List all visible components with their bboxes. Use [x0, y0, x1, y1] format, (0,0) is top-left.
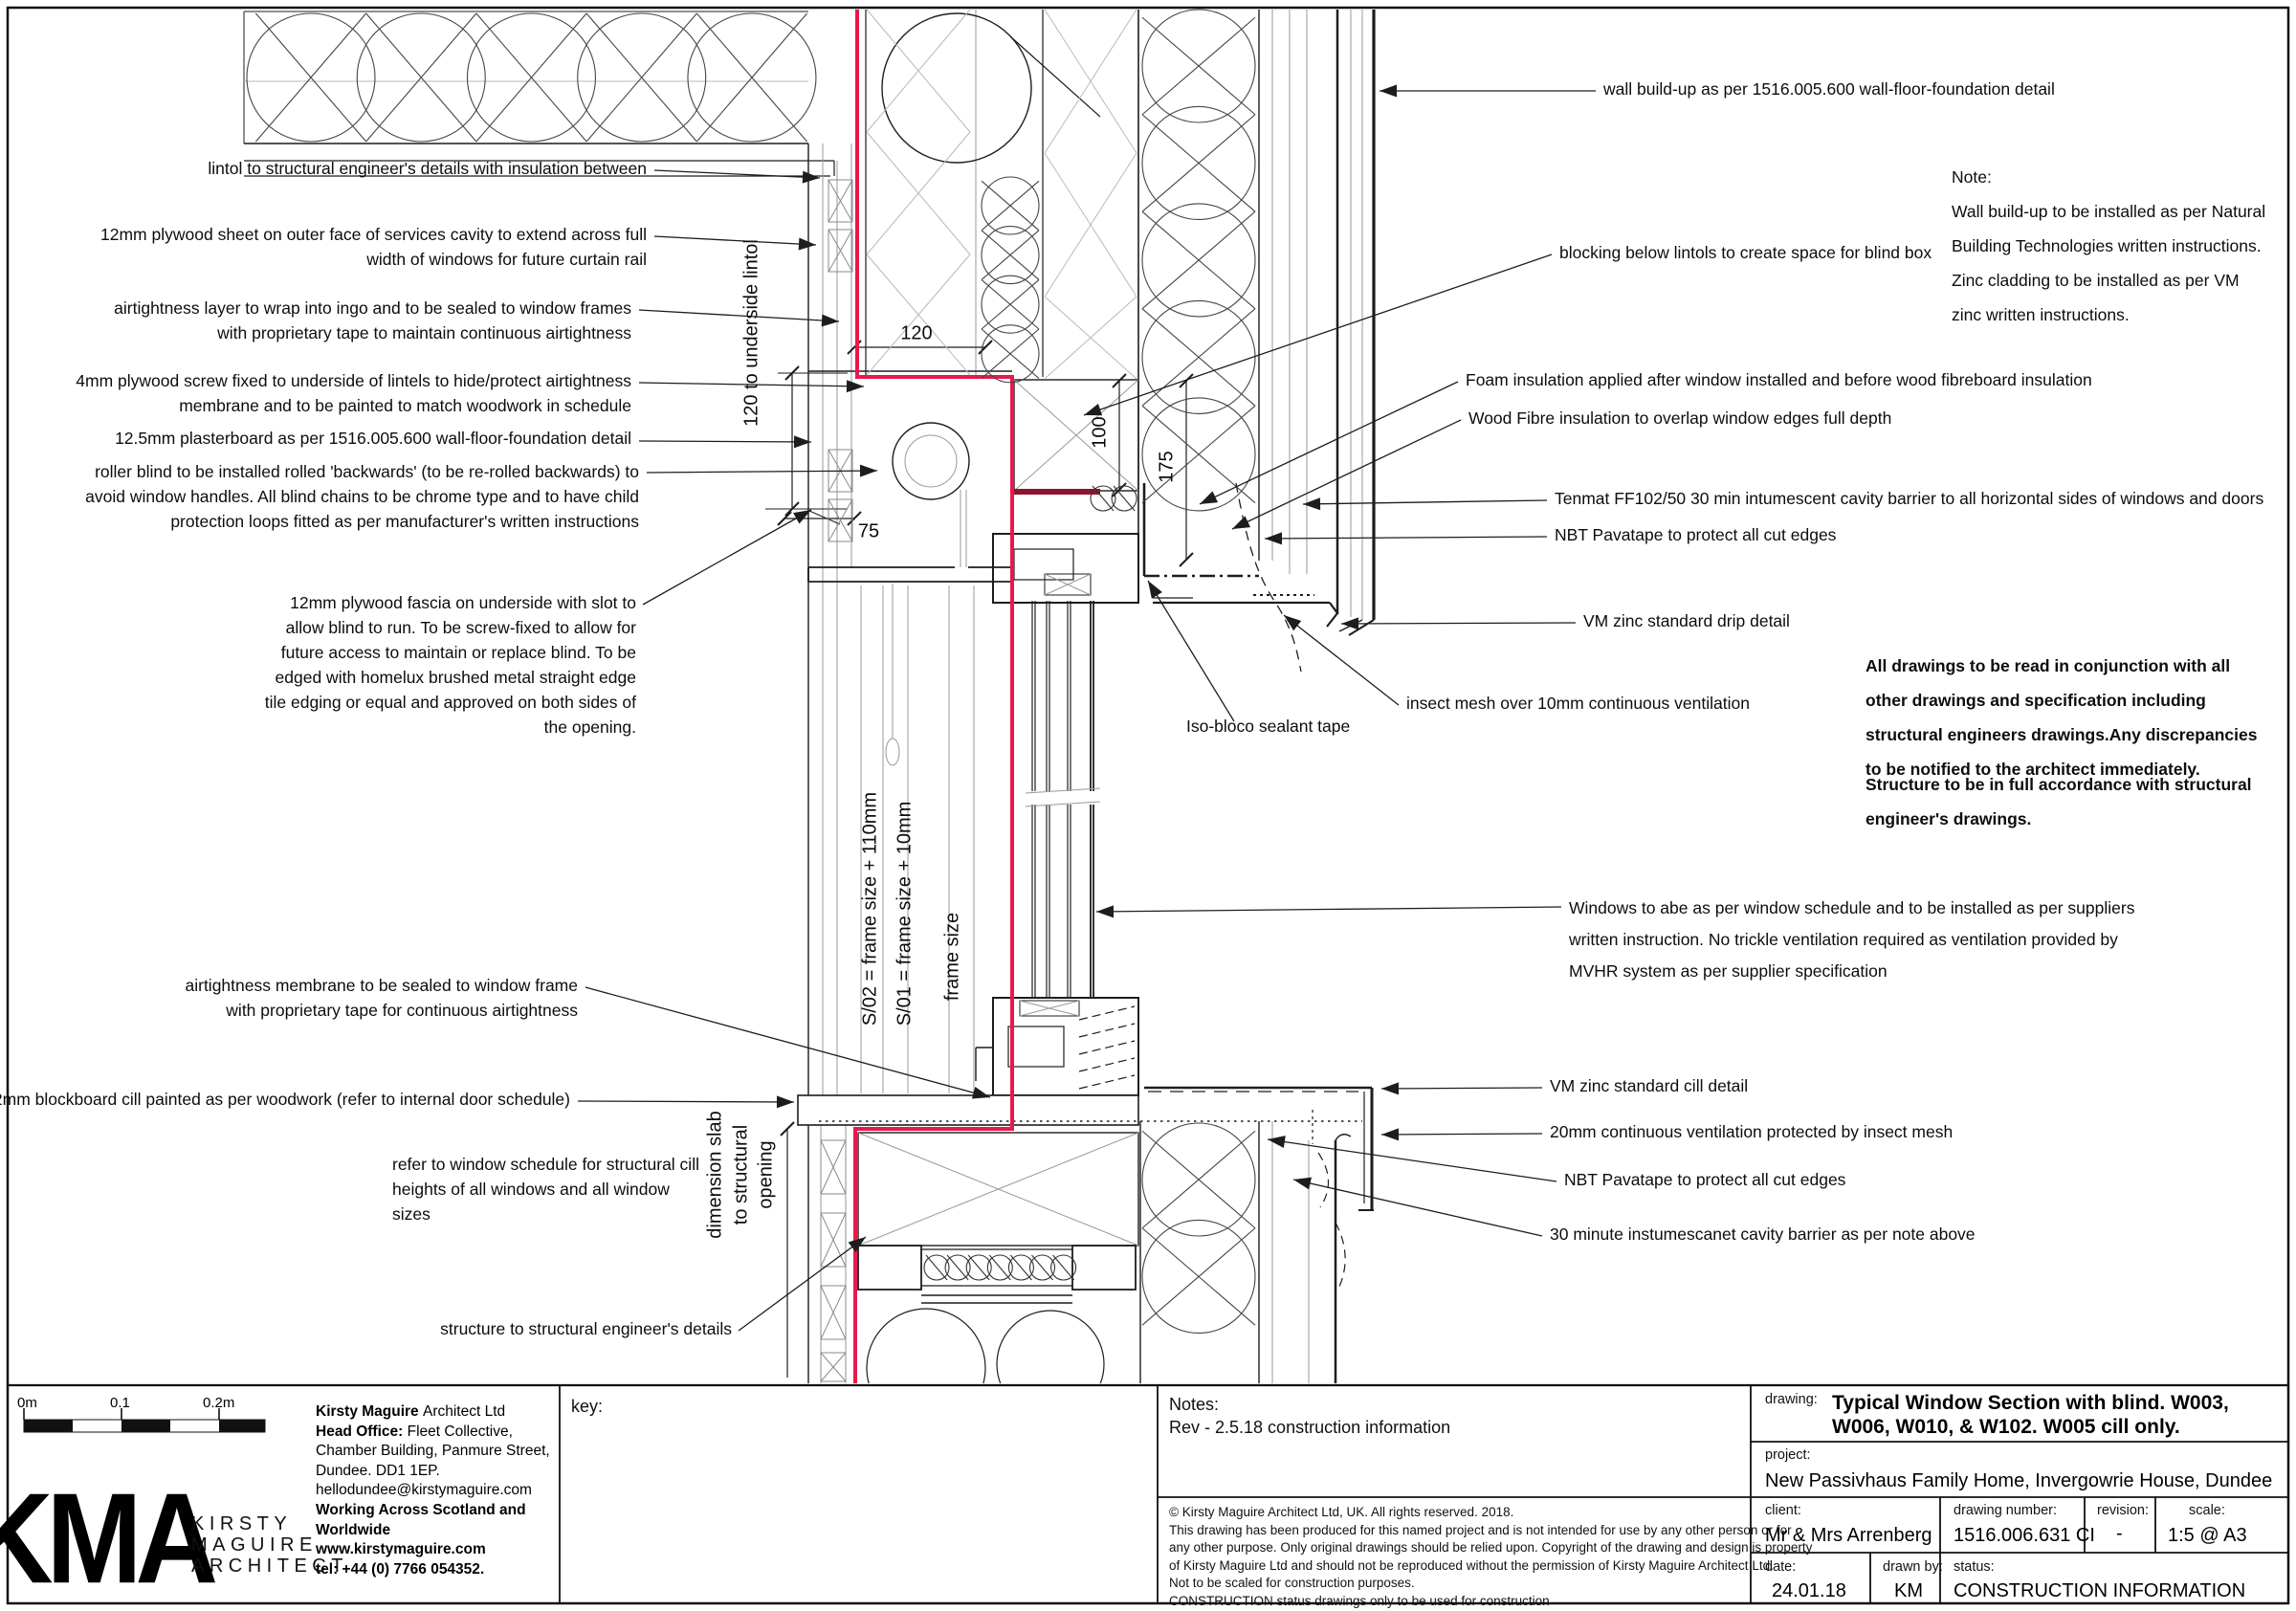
- annotation-left-4: 12.5mm plasterboard as per 1516.005.600 …: [115, 429, 631, 448]
- drawing-title-line2: W006, W010, & W102. W005 cill only.: [1832, 1416, 2180, 1438]
- annotation-left-0: lintol to structural engineer's details …: [208, 159, 647, 178]
- annotation-left-8: 22mm blockboard cill painted as per wood…: [0, 1090, 570, 1109]
- revision-value: -: [2116, 1523, 2123, 1544]
- annotation-right-7: VM zinc standard drip detail: [1583, 611, 1790, 630]
- dimension-label-3: 75: [857, 520, 880, 542]
- annotation-right-15: NBT Pavatape to protect all cut edges: [1564, 1170, 1846, 1189]
- annotation-right-16: 30 minute instumescanet cavity barrier a…: [1550, 1225, 1976, 1244]
- dimension-label-10: opening: [755, 1140, 777, 1209]
- notes-label: Notes:: [1169, 1395, 1220, 1414]
- drawn-by-label: drawn by:: [1883, 1559, 1943, 1575]
- leader-lines: [577, 84, 1596, 1332]
- annotation-left-5: roller blind to be installed rolled 'bac…: [85, 462, 639, 531]
- annotation-right-6: NBT Pavatape to protect all cut edges: [1555, 525, 1837, 544]
- drawing-label: drawing:: [1765, 1392, 1818, 1407]
- scalebar-label-0: 0m: [17, 1395, 37, 1411]
- annotation-right-8: All drawings to be read in conjunction w…: [1866, 656, 2258, 779]
- date-value: 24.01.18: [1772, 1580, 1846, 1601]
- annotation-left-2: airtightness layer to wrap into ingo and…: [114, 298, 631, 342]
- annotation-right-13: VM zinc standard cill detail: [1550, 1076, 1749, 1095]
- number-value: 1516.006.631 CI: [1954, 1525, 2095, 1546]
- annotation-right-9: Structure to be in full accordance with …: [1866, 775, 2252, 828]
- annotation-right-10: insect mesh over 10mm continuous ventila…: [1406, 694, 1750, 713]
- annotation-right-4: Wood Fibre insulation to overlap window …: [1468, 408, 1892, 428]
- annotation-right-2: blocking below lintols to create space f…: [1559, 243, 1932, 262]
- annotation-right-0: wall build-up as per 1516.005.600 wall-f…: [1603, 79, 2055, 99]
- sheet-border: [6, 6, 2290, 1605]
- scale-bar: [23, 1408, 266, 1433]
- dimension-label-9: to structural: [730, 1124, 752, 1225]
- annotation-right-5: Tenmat FF102/50 30 min intumescent cavit…: [1555, 489, 2264, 508]
- status-value: CONSTRUCTION INFORMATION: [1954, 1580, 2246, 1601]
- dimension-label-1: 100: [1089, 416, 1111, 449]
- annotation-right-3: Foam insulation applied after window ins…: [1466, 370, 2092, 389]
- annotation-right-12: Windows to abe as per window schedule an…: [1569, 898, 2135, 981]
- annotation-left-7: airtightness membrane to be sealed to wi…: [185, 976, 579, 1020]
- dimension-label-2: 175: [1156, 451, 1178, 483]
- client-label: client:: [1765, 1503, 1801, 1518]
- notes-rev: Rev - 2.5.18 construction information: [1169, 1418, 1451, 1437]
- key-label: key:: [571, 1397, 604, 1416]
- annotation-left-6: 12mm plywood fascia on underside with sl…: [264, 593, 636, 737]
- annotation-left-10: structure to structural engineer's detai…: [440, 1319, 732, 1338]
- revision-label: revision:: [2097, 1503, 2149, 1518]
- scalebar-label-1: 0.1: [110, 1395, 130, 1411]
- annotation-right-14: 20mm continuous ventilation protected by…: [1550, 1122, 1954, 1141]
- dimension-label-0: 120: [900, 322, 933, 344]
- dimension-label-7: frame size: [941, 912, 963, 1002]
- drawing-title-line1: Typical Window Section with blind. W003,: [1832, 1392, 2229, 1414]
- dimension-label-5: S/02 = frame size + 110mm: [859, 791, 881, 1026]
- date-label: date:: [1765, 1559, 1797, 1575]
- drawn-by-value: KM: [1894, 1580, 1923, 1601]
- project-value: New Passivhaus Family Home, Invergowrie …: [1765, 1470, 2273, 1491]
- copyright-text: © Kirsty Maguire Architect Ltd, UK. All …: [1169, 1505, 1813, 1608]
- project-label: project:: [1765, 1447, 1811, 1463]
- client-value: Mr & Mrs Arrenberg: [1765, 1525, 1932, 1546]
- annotation-left-9: refer to window schedule for structural …: [392, 1155, 699, 1224]
- title-block-grid: [8, 1383, 2288, 1603]
- annotation-left-1: 12mm plywood sheet on outer face of serv…: [100, 225, 647, 269]
- dimension-label-6: S/01 = frame size + 10mm: [894, 801, 916, 1026]
- annotation-right-11: Iso-bloco sealant tape: [1186, 717, 1351, 736]
- scale-value: 1:5 @ A3: [2168, 1525, 2247, 1546]
- dimension-label-8: dimension slab: [704, 1111, 726, 1239]
- section-linework: [243, 9, 1376, 1383]
- dimension-label-4: 120 to underside lintol: [740, 239, 762, 427]
- number-label: drawing number:: [1954, 1503, 2057, 1518]
- annotation-left-3: 4mm plywood screw fixed to underside of …: [76, 371, 631, 415]
- scale-label: scale:: [2189, 1503, 2225, 1518]
- status-label: status:: [1954, 1559, 1995, 1575]
- kma-logo: KMA: [0, 1467, 215, 1610]
- annotation-right-1: Note:Wall build-up to be installed as pe…: [1952, 167, 2266, 324]
- scalebar-label-2: 0.2m: [203, 1395, 235, 1411]
- airtightness-line: [853, 10, 1014, 1383]
- dimension-ticks: [777, 340, 1194, 1137]
